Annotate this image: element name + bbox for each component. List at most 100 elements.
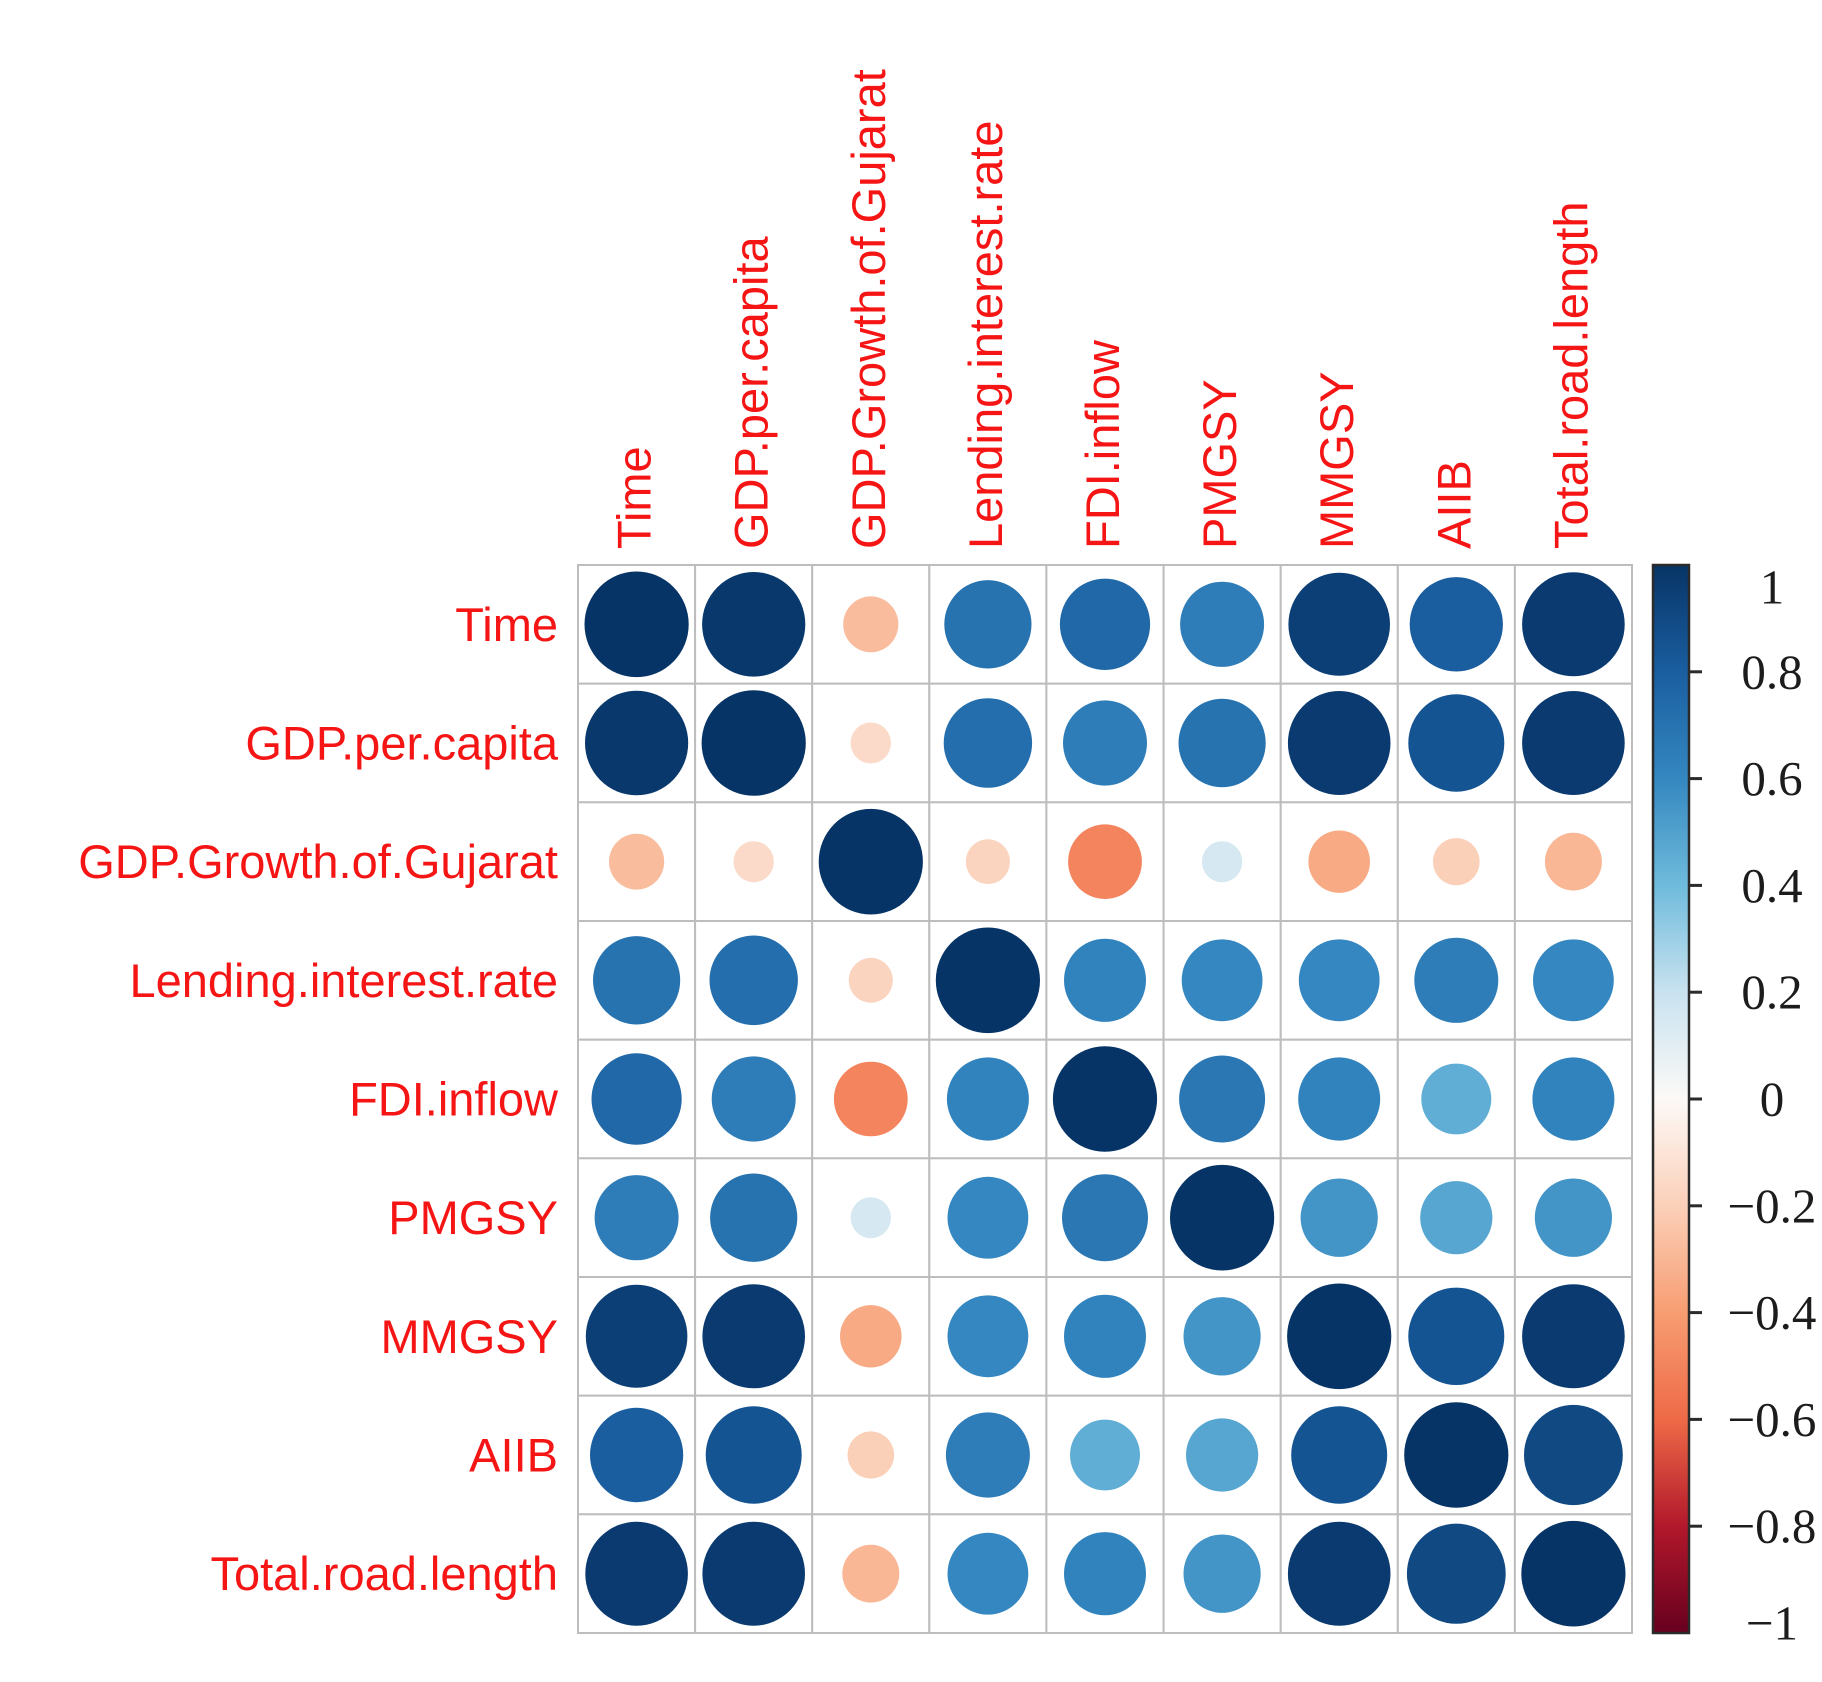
correlation-circle xyxy=(1433,838,1480,886)
colorbar-tick-label: −0.2 xyxy=(1728,1178,1817,1233)
correlation-circle xyxy=(702,572,806,677)
correlation-circle xyxy=(1544,832,1602,891)
correlation-circle xyxy=(591,1053,682,1145)
correlation-circle xyxy=(594,1175,679,1261)
correlation-circle xyxy=(585,1284,688,1388)
row-labels: TimeGDP.per.capitaGDP.Growth.of.GujaratL… xyxy=(78,598,559,1600)
correlation-circle xyxy=(1522,691,1625,795)
correlation-circle xyxy=(946,1057,1029,1141)
col-label: MMGSY xyxy=(1310,371,1363,549)
correlation-circle xyxy=(1522,1284,1625,1389)
row-label: AIIB xyxy=(469,1429,558,1482)
col-label: GDP.Growth.of.Gujarat xyxy=(842,69,895,549)
correlation-circle xyxy=(710,1173,798,1262)
correlation-circle xyxy=(943,698,1033,788)
correlation-circle xyxy=(1287,1521,1391,1626)
colorbar-tick-label: −0.4 xyxy=(1728,1285,1817,1340)
colorbar-tick-label: 0 xyxy=(1760,1072,1785,1127)
correlation-circle xyxy=(833,1061,908,1137)
correlation-circle xyxy=(1409,577,1503,672)
correlation-circle xyxy=(945,1412,1030,1498)
correlation-circle xyxy=(1308,830,1370,893)
correlation-circle xyxy=(1059,578,1151,670)
correlation-circle xyxy=(1406,1523,1506,1624)
correlation-circle xyxy=(1533,939,1614,1022)
col-label: AIIB xyxy=(1427,460,1480,549)
correlation-circle xyxy=(1532,1057,1615,1141)
correlation-circle xyxy=(733,841,774,883)
correlation-circle xyxy=(585,1521,688,1626)
correlation-circle xyxy=(947,1532,1029,1615)
correlation-circle xyxy=(1534,1178,1612,1257)
correlation-circle xyxy=(1063,700,1147,786)
correlation-circle xyxy=(843,596,899,653)
correlation-circle xyxy=(1064,1294,1146,1378)
correlation-circle xyxy=(1170,1164,1275,1271)
correlation-circle xyxy=(702,1284,805,1389)
correlation-circle xyxy=(1183,1297,1261,1376)
correlation-circle xyxy=(1070,1419,1140,1491)
correlation-circle xyxy=(1052,1046,1158,1152)
correlation-circle xyxy=(1420,1181,1493,1255)
correlation-circle xyxy=(1186,1418,1259,1492)
correlation-circle xyxy=(585,690,689,796)
correlation-circle xyxy=(1300,1178,1378,1257)
correlation-circle xyxy=(1421,1063,1492,1135)
correlation-circle xyxy=(1180,581,1265,667)
row-label: Lending.interest.rate xyxy=(129,954,558,1007)
colorbar-tick-label: 0.2 xyxy=(1741,965,1802,1020)
correlation-circle xyxy=(1183,1534,1261,1613)
colorbar-tick-label: −1 xyxy=(1746,1596,1798,1651)
correlation-circle xyxy=(1201,841,1243,883)
correlation-circle xyxy=(818,808,923,915)
correlation-circle xyxy=(1064,1532,1146,1616)
correlation-circle xyxy=(1064,938,1146,1022)
correlation-circle xyxy=(1062,1174,1148,1262)
colorbar-tick-label: −0.8 xyxy=(1728,1499,1817,1554)
correlation-circle xyxy=(1068,824,1142,899)
correlation-circle xyxy=(609,833,665,890)
correlation-circle xyxy=(1179,1055,1266,1143)
correlation-circle xyxy=(1404,1402,1509,1508)
correlation-circle xyxy=(1288,572,1390,676)
col-label: Total.road.length xyxy=(1544,201,1597,549)
correlation-circle xyxy=(1408,1287,1505,1386)
correlation-circle xyxy=(590,1407,684,1503)
row-label: GDP.per.capita xyxy=(245,717,559,770)
correlation-circle xyxy=(1178,698,1266,788)
correlation-circle xyxy=(1298,1057,1381,1141)
correlation-circle xyxy=(965,839,1011,885)
row-label: FDI.inflow xyxy=(349,1073,559,1126)
row-label: Time xyxy=(455,598,558,651)
correlation-circle xyxy=(947,1176,1029,1259)
correlation-circle xyxy=(842,1544,900,1603)
correlation-circle xyxy=(1414,937,1499,1023)
colorbar xyxy=(1651,563,1691,1635)
correlation-circle xyxy=(947,1295,1029,1378)
correlation-circles xyxy=(584,571,1626,1627)
colorbar-tick-label: 1 xyxy=(1760,560,1785,615)
correlation-circle xyxy=(1181,939,1263,1022)
correlation-circle xyxy=(1522,572,1625,677)
correlation-circle xyxy=(1287,1283,1392,1390)
correlation-circle xyxy=(850,722,891,764)
col-label: PMGSY xyxy=(1193,379,1246,549)
correlation-circle xyxy=(1287,691,1391,795)
row-label: MMGSY xyxy=(380,1310,558,1363)
matrix-cell xyxy=(928,801,1048,922)
col-label: Lending.interest.rate xyxy=(959,120,1012,549)
correlation-circle xyxy=(702,1521,805,1626)
colorbar-tick-label: 0.6 xyxy=(1741,751,1802,806)
colorbar-tick-label: 0.8 xyxy=(1741,644,1802,699)
correlation-circle xyxy=(850,1197,891,1239)
correlation-circle xyxy=(1291,1406,1388,1504)
correlation-circle xyxy=(1298,939,1380,1022)
correlation-circle xyxy=(709,935,798,1026)
col-label: Time xyxy=(608,446,661,549)
row-label: PMGSY xyxy=(388,1191,558,1244)
correlation-circle xyxy=(848,957,893,1003)
correlation-circle xyxy=(944,580,1032,669)
